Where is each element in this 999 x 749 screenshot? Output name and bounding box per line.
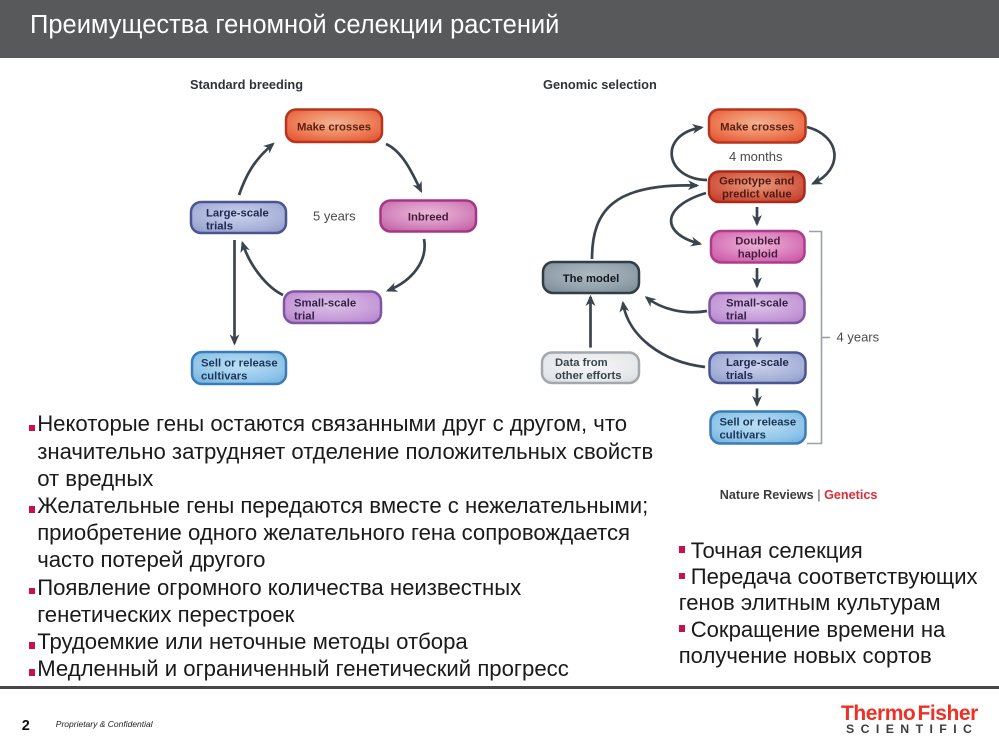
- svg-text:haploid: haploid: [738, 249, 778, 261]
- svg-text:Data from: Data from: [555, 357, 608, 369]
- svg-text:trial: trial: [726, 311, 747, 323]
- svg-text:Large-scale: Large-scale: [206, 208, 269, 220]
- svg-text:trial: trial: [294, 311, 315, 323]
- svg-text:Genomic selection: Genomic selection: [543, 77, 657, 92]
- svg-text:Standard breeding: Standard breeding: [190, 77, 303, 92]
- svg-text:Nature Reviews | Genetics: Nature Reviews | Genetics: [720, 488, 878, 502]
- svg-text:Inbreed: Inbreed: [408, 212, 449, 224]
- svg-text:predict value: predict value: [722, 189, 792, 201]
- svg-text:The model: The model: [563, 273, 620, 285]
- svg-text:4 months: 4 months: [729, 149, 783, 164]
- svg-text:Make crosses: Make crosses: [297, 122, 371, 134]
- svg-text:Small-scale: Small-scale: [726, 298, 788, 310]
- svg-text:other efforts: other efforts: [555, 370, 622, 382]
- svg-text:Sell or release: Sell or release: [201, 358, 278, 370]
- svg-text:Genotype and: Genotype and: [719, 176, 794, 188]
- svg-text:cultivars: cultivars: [201, 371, 247, 383]
- svg-text:Doubled: Doubled: [735, 236, 780, 248]
- svg-text:Small-scale: Small-scale: [294, 298, 356, 310]
- svg-text:Sell or release: Sell or release: [720, 417, 797, 429]
- svg-text:Make crosses: Make crosses: [720, 122, 794, 134]
- svg-text:trials: trials: [726, 370, 753, 382]
- svg-text:Large-scale: Large-scale: [726, 357, 789, 369]
- svg-text:5 years: 5 years: [313, 209, 356, 224]
- svg-text:cultivars: cultivars: [720, 430, 766, 442]
- svg-text:trials: trials: [206, 221, 233, 233]
- svg-text:4 years: 4 years: [837, 330, 880, 345]
